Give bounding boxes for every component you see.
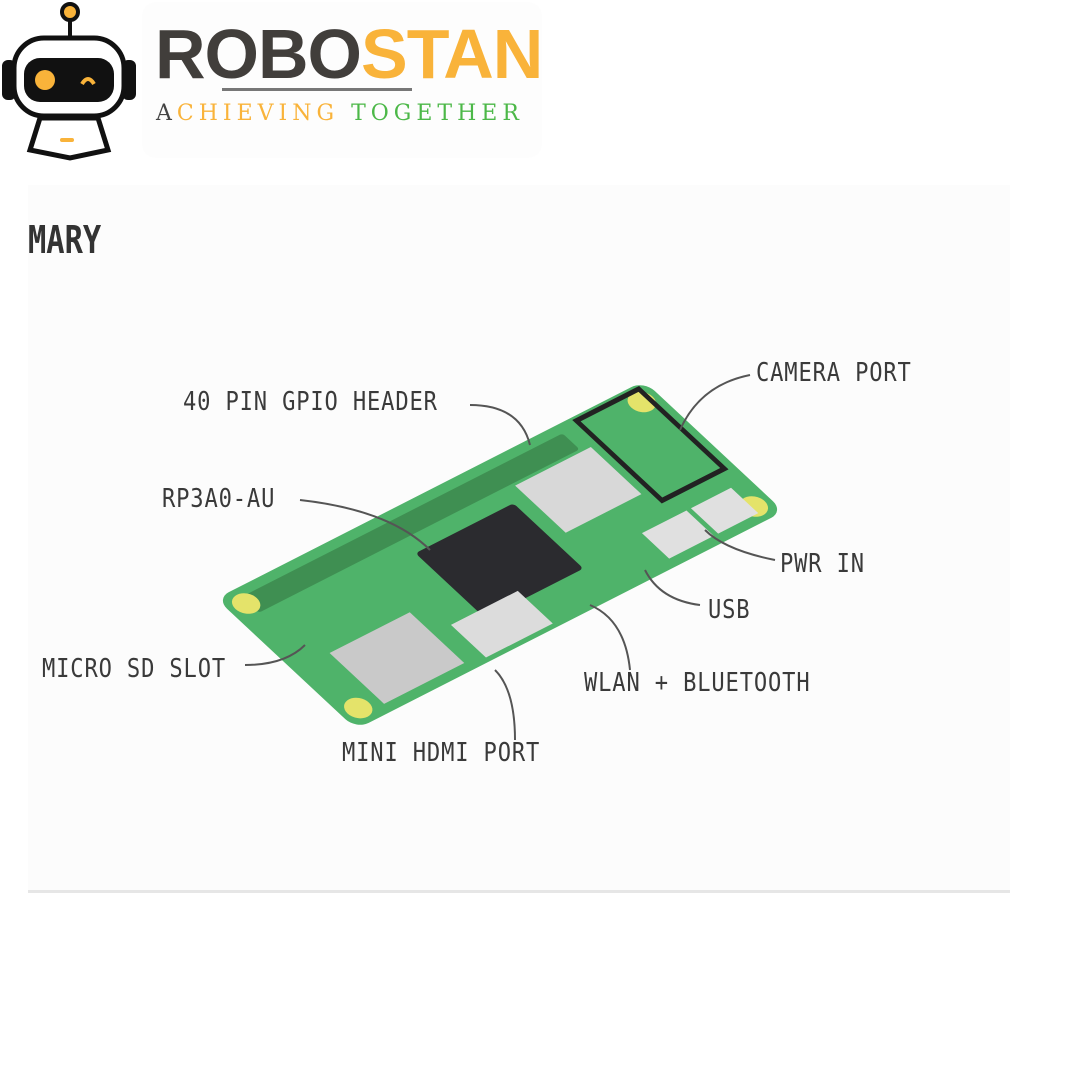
divider <box>28 890 1010 893</box>
label-pwr-in: PWR IN <box>780 549 865 579</box>
wifi-shield <box>515 446 642 533</box>
label-usb: USB <box>708 595 751 625</box>
label-mini-hdmi: MINI HDMI PORT <box>342 738 541 768</box>
label-wlan-bluetooth: WLAN + BLUETOOTH <box>584 668 811 698</box>
brand-name: ROBOSTAN <box>155 14 543 94</box>
usb-port <box>641 510 714 559</box>
label-camera-port: CAMERA PORT <box>756 358 912 388</box>
pwr-port <box>690 487 759 534</box>
brand-light: STAN <box>361 15 543 93</box>
brand-underline <box>222 88 412 91</box>
brand-dark: ROBO <box>155 15 362 93</box>
label-micro-sd: MICRO SD SLOT <box>42 654 227 684</box>
hdmi-port <box>450 590 553 658</box>
label-gpio-header: 40 PIN GPIO HEADER <box>183 387 438 417</box>
soc-chip <box>417 504 582 618</box>
label-soc: RP3A0-AU <box>162 484 276 514</box>
tagline-mid: CHIEVING <box>176 101 340 126</box>
section-heading: MARY <box>28 218 102 262</box>
sd-slot <box>329 612 465 704</box>
tagline-a: A <box>156 101 177 126</box>
logo-box <box>142 2 542 158</box>
tagline-end: TOGETHER <box>351 101 524 126</box>
robot-mascot-icon <box>2 2 136 161</box>
tagline: ACHIEVING TOGETHER <box>156 101 524 126</box>
